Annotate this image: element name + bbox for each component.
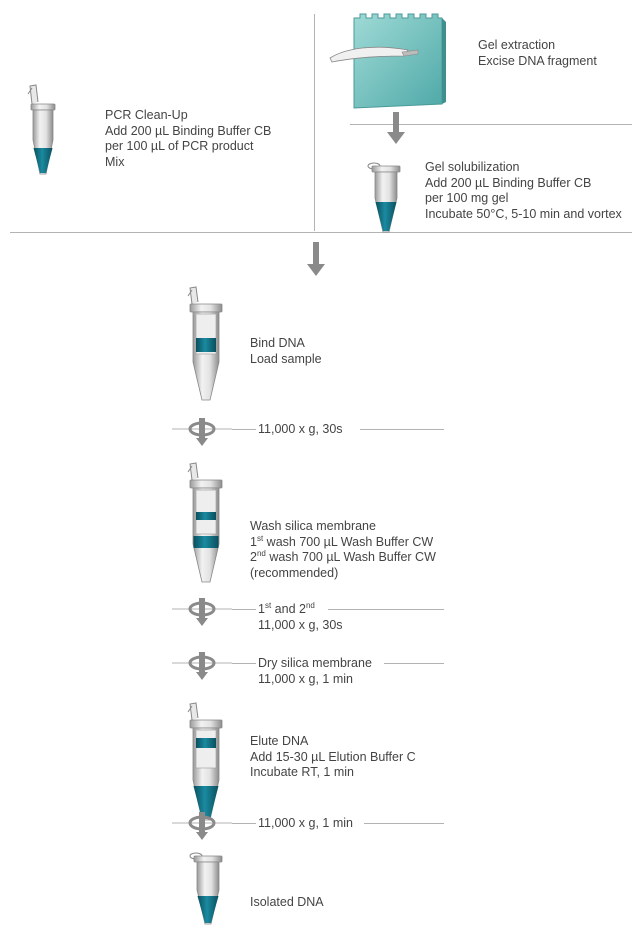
elute-line1: Add 15-30 µL Elution Buffer C <box>250 749 416 764</box>
elute-title: Elute DNA <box>250 734 309 748</box>
centrifuge-spin-icon <box>172 812 232 840</box>
centrifuge-spin-icon <box>172 598 232 626</box>
down-arrow-icon <box>387 112 405 144</box>
pcr-cleanup-title: PCR Clean-Up <box>105 108 188 122</box>
elute-line2: Incubate RT, 1 min <box>250 765 354 779</box>
spin2-sup1: st <box>264 600 272 610</box>
spin-rule <box>232 823 256 824</box>
wash-text: Wash silica membrane 1st wash 700 µL Was… <box>250 519 436 581</box>
spin4-label: 11,000 x g, 1 min <box>258 816 353 830</box>
spin-column-icon <box>187 286 223 401</box>
merge-divider <box>10 232 632 233</box>
bind-dna-title: Bind DNA <box>250 336 305 350</box>
wash-title: Wash silica membrane <box>250 519 376 533</box>
gel-solubilization-text: Gel solubilization Add 200 µL Binding Bu… <box>425 160 622 222</box>
pcr-cleanup-line1: Add 200 µL Binding Buffer CB <box>105 123 272 138</box>
spin3-label: Dry silica membrane <box>258 656 372 670</box>
gel-extraction-line1: Excise DNA fragment <box>478 53 597 68</box>
wash-line2-rest: wash 700 µL Wash Buffer CW <box>265 550 436 564</box>
wash-line1-ord: 1 <box>250 534 257 549</box>
elute-text: Elute DNA Add 15-30 µL Elution Buffer C … <box>250 734 416 781</box>
wash-column-icon <box>187 462 223 583</box>
isolated-dna-label: Isolated DNA <box>250 895 324 909</box>
wash-line2-ord: 2 <box>250 550 257 564</box>
pcr-cleanup-text: PCR Clean-Up Add 200 µL Binding Buffer C… <box>105 108 271 170</box>
gel-solubilization-line3: Incubate 50°C, 5-10 min and vortex <box>425 206 622 221</box>
spin-rule <box>232 663 256 664</box>
wash-line1-rest: wash 700 µL Wash Buffer CW <box>263 534 434 549</box>
spin3-text: Dry silica membrane 11,000 x g, 1 min <box>258 656 372 687</box>
spin2-ord1: 1 <box>258 602 265 616</box>
spin-rule <box>328 609 444 610</box>
spin2-line2: 11,000 x g, 30s <box>258 617 343 632</box>
spin1-label: 11,000 x g, 30s <box>258 422 343 436</box>
spin-rule <box>364 823 444 824</box>
pcr-cleanup-line2: per 100 µL of PCR product <box>105 139 254 153</box>
centrifuge-spin-icon <box>172 418 232 446</box>
gel-extraction-title: Gel extraction <box>478 38 556 52</box>
spin-rule <box>384 663 444 664</box>
spin2-and: and 2 <box>271 602 306 616</box>
isolated-dna-tube-icon <box>189 852 223 925</box>
gel-extraction-text: Gel extraction Excise DNA fragment <box>478 38 597 69</box>
gel-solubilization-line2: per 100 mg gel <box>425 191 509 205</box>
spin3-line2: 11,000 x g, 1 min <box>258 671 353 686</box>
down-arrow-icon <box>307 242 325 276</box>
gel-section-divider <box>350 124 632 125</box>
spin2-line1: 1st and 2nd <box>258 600 343 618</box>
elution-tube-icon <box>187 702 223 821</box>
wash-line2: 2nd wash 700 µL Wash Buffer CW <box>250 548 436 566</box>
spin-rule <box>232 429 256 430</box>
gel-solubilization-title: Gel solubilization <box>425 160 520 174</box>
pcr-tube-icon <box>27 84 56 175</box>
vertical-divider <box>314 14 315 231</box>
wash-line2-sup: nd <box>256 548 266 558</box>
wash-line1-sup: st <box>256 533 264 543</box>
gel-slab-with-scalpel-icon <box>329 13 446 109</box>
wash-line3: (recommended) <box>250 565 339 580</box>
bind-dna-line1: Load sample <box>250 351 322 366</box>
pcr-cleanup-line3: Mix <box>105 154 125 169</box>
bind-dna-text: Bind DNA Load sample <box>250 336 322 367</box>
spin2-sup2: nd <box>305 600 315 610</box>
gel-solubilization-line1: Add 200 µL Binding Buffer CB <box>425 175 592 190</box>
spin-rule <box>360 429 444 430</box>
spin-rule <box>232 609 256 610</box>
gel-tube-icon <box>367 162 401 233</box>
spin2-text: 1st and 2nd 11,000 x g, 30s <box>258 600 343 633</box>
centrifuge-spin-icon <box>172 652 232 680</box>
wash-line1: 1st wash 700 µL Wash Buffer CW <box>250 533 436 551</box>
